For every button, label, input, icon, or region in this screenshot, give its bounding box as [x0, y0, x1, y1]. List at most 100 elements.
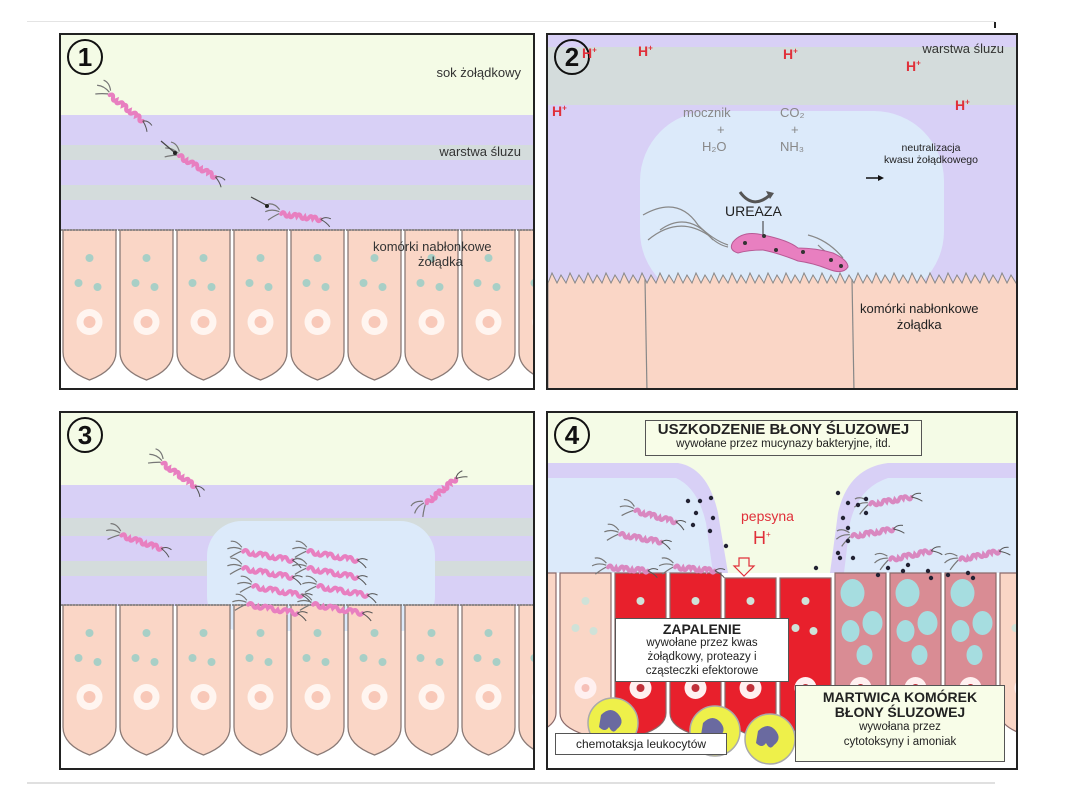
label-co2: CO₂: [780, 105, 805, 120]
particle: [835, 550, 841, 556]
granule: [142, 254, 151, 262]
bacterium: [147, 448, 205, 498]
bacterium: [619, 498, 687, 531]
label-epithelial-cells: komórki nabłonkowe: [373, 239, 492, 254]
particle: [850, 555, 856, 561]
particle: [690, 522, 696, 528]
bacterium: [227, 557, 303, 586]
plus-sign: +: [791, 122, 799, 137]
h-plus-ion: H+: [955, 97, 970, 113]
granule: [142, 629, 151, 637]
vacuole: [856, 645, 873, 665]
label-pepsin: pepsyna: [741, 508, 794, 524]
granule: [93, 283, 102, 291]
granule: [85, 629, 94, 637]
granule: [416, 279, 425, 287]
label-mucus-layer: warstwa śluzu: [439, 144, 521, 159]
granule: [93, 658, 102, 666]
chemotaxis-callout: chemotaksja leukocytów: [555, 733, 727, 755]
panel-3-colonization: 3: [59, 411, 535, 770]
granule: [85, 254, 94, 262]
mucus-band: [61, 115, 533, 145]
granule: [435, 283, 444, 291]
particle: [900, 568, 906, 574]
granule: [302, 654, 311, 662]
bacterium: [292, 557, 368, 586]
bacterium-large: [642, 206, 849, 273]
particle: [840, 515, 846, 521]
epithelial-cell: [404, 604, 459, 756]
epithelial-cell: [176, 604, 231, 756]
epithelial-cell: [347, 229, 402, 381]
epithelial-cell: [518, 229, 533, 375]
h-plus-ion: H+: [783, 46, 798, 62]
nucleus: [532, 318, 533, 326]
granule: [207, 658, 216, 666]
granule: [484, 629, 493, 637]
mucus-band: [61, 185, 533, 200]
particle: [685, 498, 691, 504]
epithelial-cell: [548, 572, 557, 728]
granule: [427, 254, 436, 262]
granule: [245, 279, 254, 287]
bacterium: [292, 540, 368, 569]
vacuole: [840, 579, 865, 607]
label-mucus-layer: warstwa śluzu: [922, 41, 1004, 56]
particle: [905, 562, 911, 568]
gastric-juice-layer: [61, 35, 533, 115]
granule: [321, 283, 330, 291]
vacuole: [895, 579, 920, 607]
granule: [378, 283, 387, 291]
panel-4-mucosal-damage: 4 USZKODZENIE BŁONY ŚLUZOWEJ wywołane pr…: [546, 411, 1018, 770]
epithelial-cell: [62, 604, 117, 756]
vacuole: [841, 620, 860, 642]
particle: [965, 570, 971, 576]
granule: [473, 654, 482, 662]
particle: [925, 568, 931, 574]
particle: [708, 495, 714, 501]
particle: [945, 572, 951, 578]
bacterium: [264, 203, 332, 228]
vacuole: [951, 620, 970, 642]
granule: [359, 279, 368, 287]
epithelial-cell: [290, 604, 345, 756]
epithelial-cell: [119, 229, 174, 381]
bacteria-group: [106, 448, 468, 622]
label-stomach: żołądka: [418, 254, 463, 269]
particle: [710, 515, 716, 521]
label-gastric-juice: sok żołądkowy: [436, 65, 521, 80]
epithelial-cell: [290, 229, 345, 381]
granule: [427, 629, 436, 637]
epithelial-cells: [61, 229, 533, 381]
granule: [484, 254, 493, 262]
bacterium: [874, 546, 943, 571]
label-water: H₂O: [702, 139, 727, 154]
granule: [264, 658, 273, 666]
label-urea: mocznik: [683, 105, 731, 120]
granule: [313, 629, 322, 637]
mucinase-particles: [685, 490, 976, 581]
epithelial-cell: [62, 229, 117, 381]
bacterium: [658, 557, 726, 578]
step-number-1: 1: [67, 39, 103, 75]
h-plus-ion: H+: [753, 528, 771, 548]
granule: [530, 279, 533, 287]
nucleus: [1014, 682, 1016, 694]
bacterium: [591, 557, 659, 578]
bacterium: [95, 79, 153, 132]
granule: [378, 658, 387, 666]
h-plus-ion: H+: [552, 103, 567, 119]
particle: [707, 528, 713, 534]
granule: [131, 654, 140, 662]
panel-1-bacteria-entry: 1 sok żołądkowy warstwa śluzu komórki na…: [59, 33, 535, 390]
particle: [863, 510, 869, 516]
bacterium: [164, 141, 226, 188]
epithelial-cell: [461, 604, 516, 756]
granule: [188, 279, 197, 287]
granule: [245, 654, 254, 662]
inflammation-callout: ZAPALENIE wywołane przez kwas żołądkowy,…: [615, 618, 789, 682]
epithelial-cell: [461, 229, 516, 381]
vacuole: [911, 645, 928, 665]
